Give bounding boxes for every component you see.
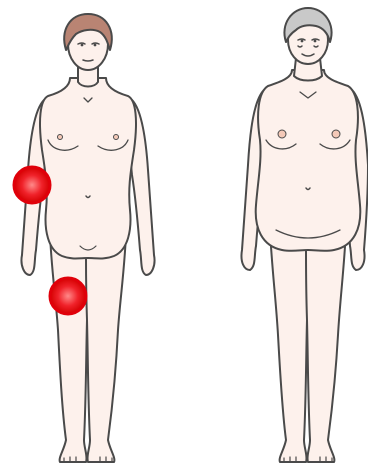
knee-marker [50,278,86,314]
young-torso [40,78,136,259]
young-right-nipple [114,135,119,140]
elderly-woman-figure [241,8,368,462]
young-woman-figure [21,14,154,462]
hip-marker [14,167,50,203]
young-right-leg [86,235,126,462]
young-left-nipple [58,135,63,140]
elderly-right-nipple [332,130,340,138]
elderly-right-leg [306,230,346,462]
elderly-left-nipple [278,130,286,138]
young-left-leg [50,235,88,462]
elderly-torso [256,70,361,251]
elderly-left-leg [270,230,308,462]
